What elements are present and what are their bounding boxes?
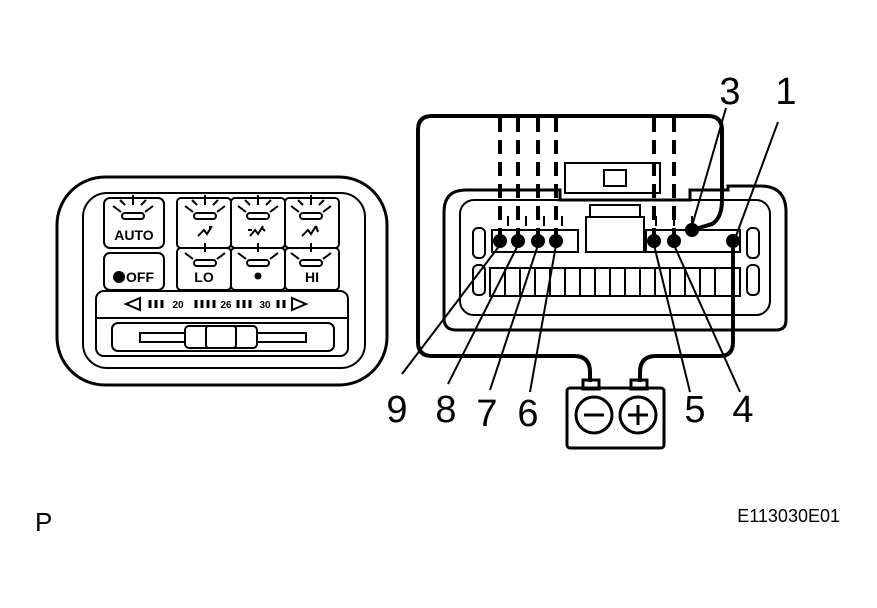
pin-label-5: 5 (684, 389, 705, 431)
panel-inner-face (82, 192, 366, 369)
lower-cavity-row (489, 267, 741, 297)
center-dot-icon (254, 272, 262, 280)
pin-4-terminal (667, 234, 681, 248)
fan-off-label: OFF (126, 269, 154, 285)
figure-code: E113030E01 (737, 506, 840, 526)
airflow-mode-icons (197, 225, 319, 237)
battery-positive-post (629, 378, 649, 391)
panel-outer-bezel (55, 175, 389, 387)
connector-inner (459, 199, 771, 316)
lamp-glow-icons (112, 195, 332, 260)
pin-label-8: 8 (435, 389, 456, 431)
pin-label-3: 3 (719, 71, 740, 113)
battery-negative-post (581, 378, 601, 391)
mode-button-3 (284, 197, 340, 249)
arrow-left-icon (123, 296, 141, 312)
pin-label-4: 4 (732, 389, 753, 431)
scale-label-26: 26 (220, 300, 232, 311)
pin-5-terminal (647, 234, 661, 248)
pin-6-terminal (549, 234, 563, 248)
battery-body (565, 386, 666, 450)
pin-terminals (493, 223, 740, 248)
temperature-slider-knob (184, 325, 258, 349)
pin-label-1: 1 (775, 71, 796, 113)
pin-label-7: 7 (476, 393, 497, 435)
scale-ticks (148, 300, 286, 308)
scale-label-30: 30 (259, 300, 271, 311)
harness-wires (498, 118, 676, 240)
ac-control-panel (55, 175, 389, 387)
temperature-scale-strip (95, 290, 349, 357)
hi-label: HI (305, 269, 319, 285)
test-lead-wire (416, 114, 735, 382)
mode-button-2 (230, 197, 286, 249)
mode-button-1 (176, 197, 232, 249)
battery (565, 378, 666, 450)
pin-label-6: 6 (517, 393, 538, 435)
lo-label: LO (194, 269, 214, 285)
pin-label-9: 9 (386, 389, 407, 431)
view-letter: P (35, 507, 52, 537)
battery-positive-icon (618, 395, 658, 435)
auto-label: AUTO (114, 227, 154, 243)
connector-latch (564, 162, 661, 194)
connector-housing (442, 162, 788, 332)
temperature-slider-track (111, 322, 335, 352)
pin-8-terminal (511, 234, 525, 248)
scale-label-20: 20 (172, 300, 184, 311)
pin-7-terminal (531, 234, 545, 248)
fan-icon (113, 271, 125, 283)
battery-negative-icon (574, 395, 614, 435)
pin-leader-lines (401, 107, 779, 393)
pin-9-terminal (493, 234, 507, 248)
arrow-right-icon (291, 296, 309, 312)
indicator-lamps (121, 212, 323, 267)
